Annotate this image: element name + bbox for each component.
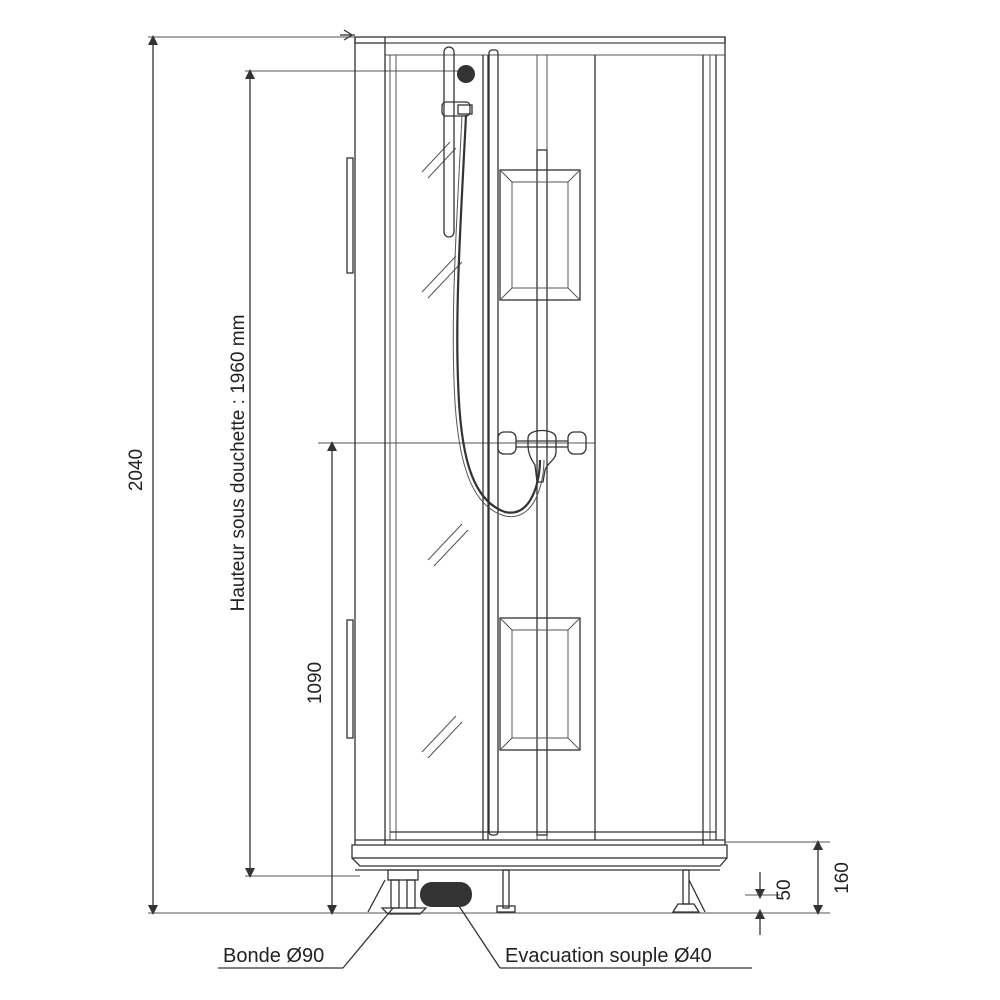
cabin-frame [340, 29, 726, 845]
shower-hose [456, 114, 542, 514]
evacuation-callout-label: Evacuation souple Ø40 [505, 945, 712, 967]
drain-callout: Bonde Ø90 [218, 907, 394, 969]
dimension-mixer-height: 1090 [305, 441, 595, 915]
shower-head-height-label: Hauteur sous douchette : 1960 mm [228, 315, 249, 612]
shower-tray [345, 844, 745, 914]
dimension-total-height: 2040 [126, 35, 360, 915]
upper-niche [499, 169, 581, 301]
total-height-label: 2040 [126, 449, 147, 491]
shower-rail [441, 46, 475, 238]
drain-icon [380, 869, 472, 915]
shower-head-icon [457, 65, 475, 83]
evacuation-callout: Evacuation souple Ø40 [454, 899, 752, 969]
tray-height-label: 160 [832, 862, 853, 894]
drain-height-label: 50 [774, 879, 795, 900]
dimension-drain-height: 50 [745, 872, 795, 935]
lower-niche [499, 617, 581, 751]
dimension-shower-head-height: Hauteur sous douchette : 1960 mm [228, 69, 462, 878]
glass-reflections [421, 141, 469, 759]
mixer-height-label: 1090 [305, 662, 326, 704]
mixer-tap-icon [497, 429, 587, 483]
evacuation-hose-icon [420, 882, 472, 907]
drain-callout-label: Bonde Ø90 [223, 945, 324, 967]
